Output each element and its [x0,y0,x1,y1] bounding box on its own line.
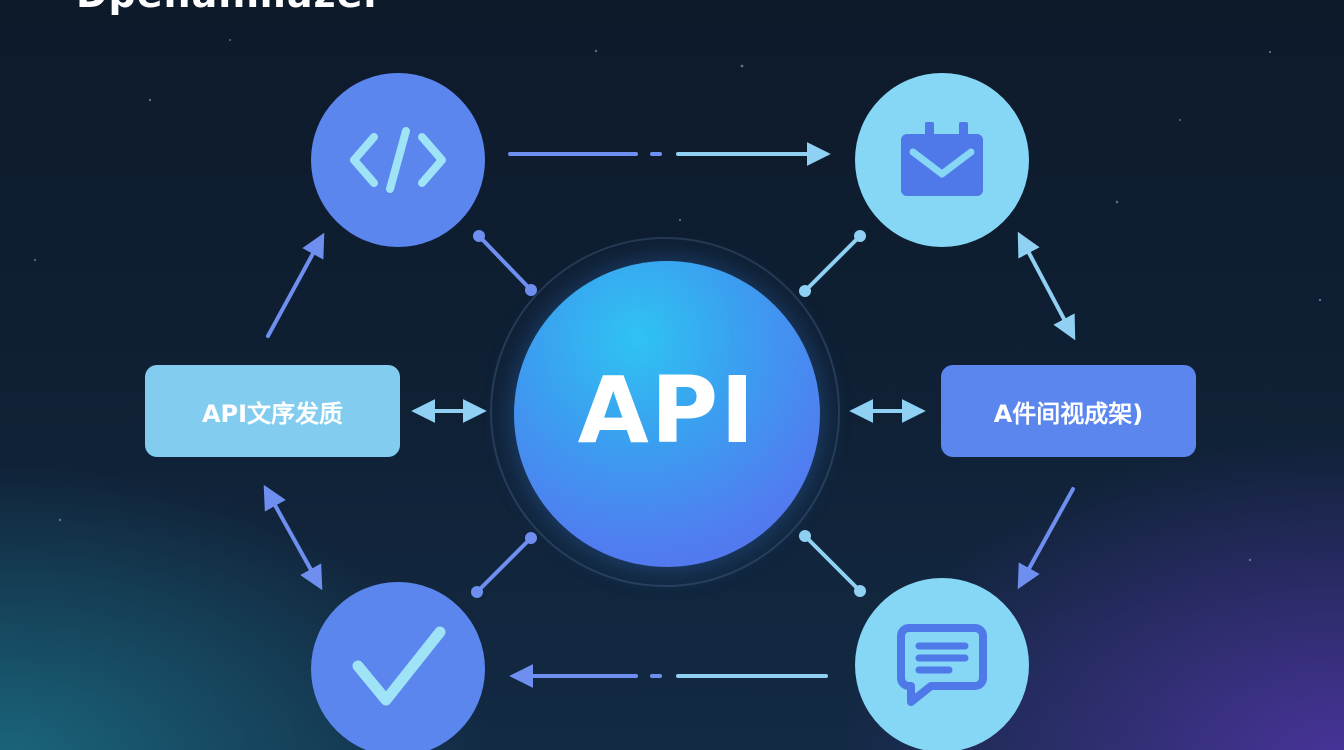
box-left-label: API文序发质 [201,399,344,428]
mail-calendar-icon [901,122,983,196]
connector-mail-to-box-right [1017,231,1076,341]
mail-node[interactable] [855,73,1029,247]
api-hub[interactable]: API [514,261,820,567]
box-right-label: A件间视成架) [993,399,1144,428]
connector-box-left-to-check [263,484,323,591]
connector-box-right-to-chat [1017,487,1075,590]
box-left[interactable]: API文序发质 [145,365,400,457]
connector-box-left-to-code [266,232,325,338]
connector-hub-to-code [473,230,537,296]
connector-hub-to-mail [799,230,866,297]
box-right[interactable]: A件间视成架) [941,365,1196,457]
check-node[interactable] [311,582,485,750]
chat-message-icon [897,624,987,706]
page-title: Dpenanmazer [76,0,383,16]
checkmark-icon [352,626,446,706]
code-brackets-icon [350,127,446,193]
code-node[interactable] [311,73,485,247]
chat-node[interactable] [855,578,1029,750]
connector-hub-to-chat [799,530,866,597]
starfield [33,39,1322,562]
hub-ring [490,237,840,587]
hub-label: API [577,356,757,464]
connector-hub-to-check [471,532,537,598]
